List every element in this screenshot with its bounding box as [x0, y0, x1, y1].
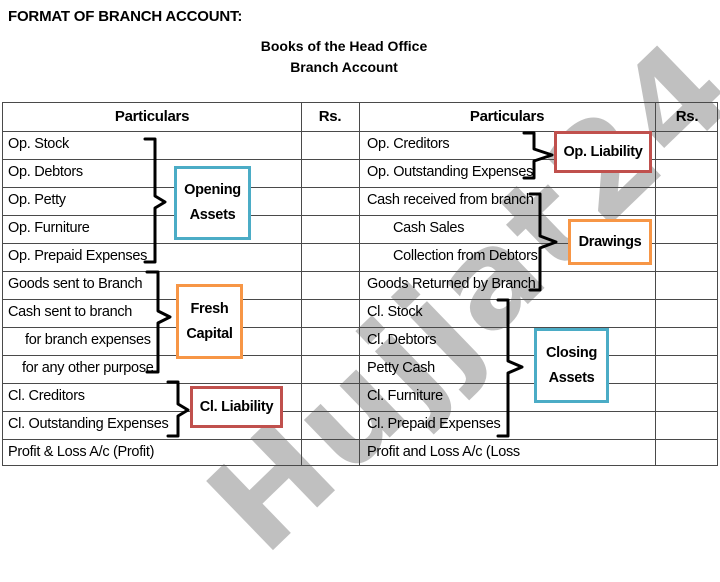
left-row: Op. Stock: [8, 136, 69, 152]
row-divider: [3, 215, 717, 216]
row-divider: [3, 411, 717, 412]
drawings-text: Drawings: [578, 233, 642, 250]
opening-assets-label: Opening Assets: [174, 166, 251, 240]
row-divider: [3, 327, 717, 328]
row-divider: [3, 299, 717, 300]
cl-liability-text: Cl. Liability: [199, 398, 274, 415]
left-row: Op. Petty: [8, 192, 66, 208]
left-particulars-header: Particulars: [114, 108, 190, 125]
account-title: Branch Account: [290, 59, 398, 75]
right-row: Cash received from branch: [367, 192, 534, 208]
right-row: Goods Returned by Branch: [367, 276, 536, 292]
row-divider: [3, 439, 717, 440]
closing-assets-text-1: Closing: [545, 344, 598, 361]
opening-assets-text-1: Opening: [184, 182, 241, 198]
right-row: Collection from Debtors: [393, 248, 538, 264]
right-rs-header: Rs.: [675, 108, 699, 125]
fresh-capital-label: Fresh Capital: [176, 284, 243, 359]
branch-account-table: Particulars Rs. Particulars Rs. Op. Stoc…: [2, 102, 718, 466]
row-divider: [3, 159, 717, 160]
cl-liability-label: Cl. Liability: [190, 386, 283, 428]
left-row: Cash sent to branch: [8, 304, 133, 320]
right-row: Petty Cash: [367, 360, 435, 376]
op-liability-text: Op. Liability: [563, 143, 643, 160]
row-divider: [3, 383, 717, 384]
left-row: for any other purpose: [22, 360, 154, 376]
left-row: Cl. Creditors: [8, 388, 85, 404]
left-row: Cl. Outstanding Expenses: [8, 416, 169, 432]
fresh-capital-text-1: Fresh: [190, 300, 229, 317]
right-row: Cl. Debtors: [367, 332, 437, 348]
left-row: Op. Prepaid Expenses: [8, 248, 148, 264]
row-divider: [3, 187, 717, 188]
column-divider: [301, 103, 302, 465]
column-divider: [655, 103, 656, 465]
left-row: Goods sent to Branch: [8, 276, 143, 292]
column-divider: [359, 103, 360, 465]
right-particulars-header: Particulars: [469, 108, 545, 125]
left-row: Profit & Loss A/c (Profit): [8, 444, 155, 460]
right-row: Op. Outstanding Expenses: [367, 164, 534, 180]
right-row: Op. Creditors: [367, 136, 450, 152]
closing-assets-text-2: Assets: [548, 369, 595, 386]
left-row: Op. Furniture: [8, 220, 90, 236]
right-row: Cl. Furniture: [367, 388, 443, 404]
drawings-label: Drawings: [568, 219, 652, 265]
books-title: Books of the Head Office: [260, 38, 428, 54]
row-divider: [3, 131, 717, 132]
right-row: Cash Sales: [393, 220, 465, 236]
page-heading: FORMAT OF BRANCH ACCOUNT:: [8, 8, 243, 25]
opening-assets-text-2: Assets: [189, 207, 236, 223]
right-row: Profit and Loss A/c (Loss: [367, 444, 520, 460]
fresh-capital-text-2: Capital: [186, 325, 233, 342]
right-row: Cl. Prepaid Expenses: [367, 416, 501, 432]
row-divider: [3, 355, 717, 356]
left-rs-header: Rs.: [318, 108, 342, 125]
closing-assets-label: Closing Assets: [534, 328, 609, 403]
row-divider: [3, 271, 717, 272]
left-row: Op. Debtors: [8, 164, 83, 180]
left-row: for branch expenses: [25, 332, 151, 348]
op-liability-label: Op. Liability: [554, 131, 652, 173]
right-row: Cl. Stock: [367, 304, 423, 320]
row-divider: [3, 243, 717, 244]
